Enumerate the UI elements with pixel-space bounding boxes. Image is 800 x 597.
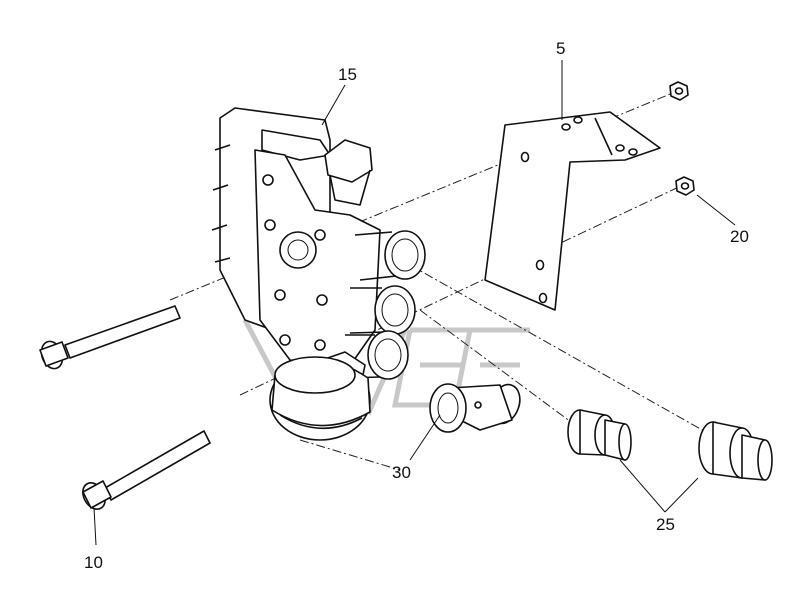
callout-20: 20 xyxy=(730,227,749,246)
mounting-bracket xyxy=(484,111,661,311)
straight-fitting-small xyxy=(567,409,632,461)
callout-15: 15 xyxy=(338,65,357,84)
elbow-fitting xyxy=(429,383,521,433)
bolt-upper xyxy=(39,305,181,370)
callout-leaders xyxy=(93,60,736,546)
callout-5: 5 xyxy=(556,39,565,58)
callout-30: 30 xyxy=(392,463,411,482)
callout-10: 10 xyxy=(84,553,103,572)
bolt-lower xyxy=(82,430,211,510)
exhaust-silencer xyxy=(269,356,371,441)
valve-assembly xyxy=(211,107,426,396)
straight-fitting-large xyxy=(698,421,773,481)
hex-nut-upper xyxy=(669,81,689,101)
hex-nut-lower xyxy=(675,176,695,196)
callout-25: 25 xyxy=(656,515,675,534)
